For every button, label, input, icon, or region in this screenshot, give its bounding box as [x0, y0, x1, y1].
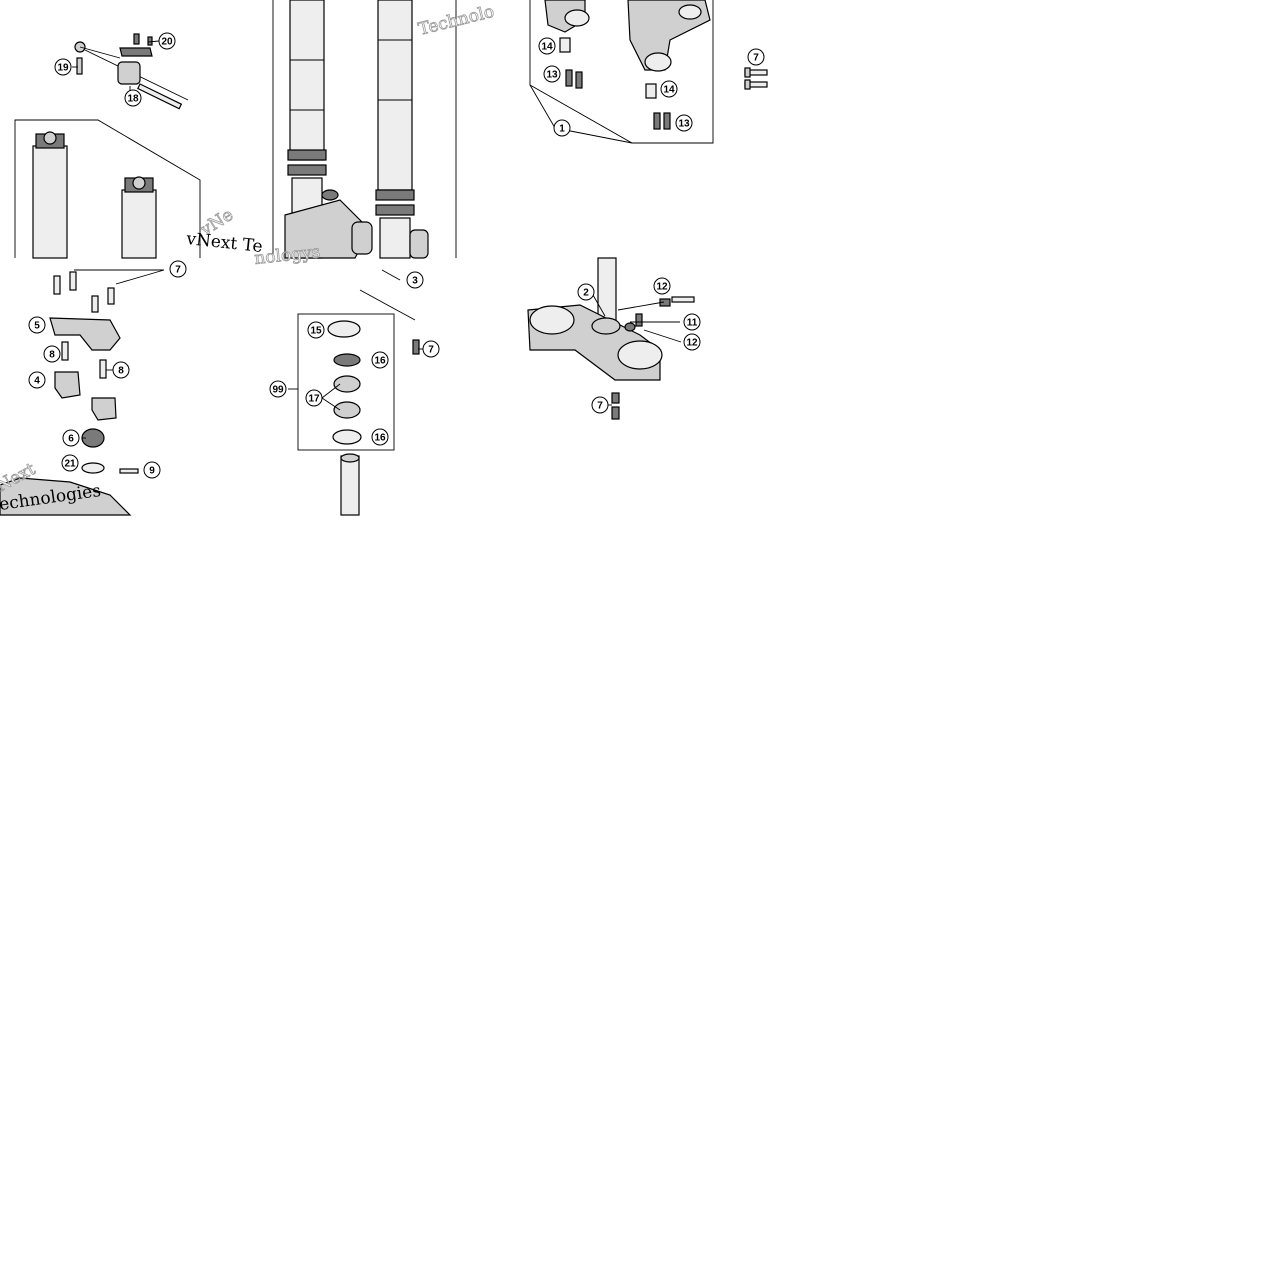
callout-16-upper: 16: [371, 351, 389, 369]
fork-tubes: [272, 0, 457, 259]
callout-4: 4: [28, 371, 46, 389]
callout-14-right: 14: [660, 80, 678, 98]
callout-20: 20: [158, 32, 176, 50]
svg-text:99: 99: [272, 385, 284, 396]
callout-17: 17: [305, 389, 323, 407]
callout-8-left: 8: [43, 345, 61, 363]
svg-text:9: 9: [149, 466, 155, 477]
callout-7-right-bottom: 7: [591, 396, 609, 414]
steering-bearing-kit-box: [288, 289, 420, 516]
callout-8-right: 8: [112, 361, 130, 379]
callout-12-upper: 12: [653, 277, 671, 295]
callout-12-lower: 12: [683, 333, 701, 351]
svg-text:8: 8: [49, 350, 55, 361]
svg-text:4: 4: [34, 376, 40, 387]
steering-damper-assembly: [74, 33, 189, 110]
svg-text:14: 14: [663, 85, 675, 96]
callout-18: 18: [124, 89, 142, 107]
svg-text:8: 8: [118, 366, 124, 377]
svg-text:11: 11: [687, 318, 698, 329]
callout-14-left: 14: [538, 37, 556, 55]
callout-99: 99: [269, 380, 287, 398]
svg-text:7: 7: [175, 265, 181, 276]
callout-7-right-top: 7: [747, 48, 765, 66]
callout-1: 1: [553, 119, 571, 137]
svg-text:17: 17: [308, 394, 320, 405]
callout-13-right: 13: [675, 114, 693, 132]
callout-labels: 20 19 18 7 5 8 8 4 6 21 9 3 7 15 16 99 1…: [28, 32, 765, 479]
svg-text:15: 15: [310, 326, 322, 337]
svg-text:16: 16: [374, 356, 386, 367]
svg-text:5: 5: [34, 321, 40, 332]
svg-text:7: 7: [753, 53, 759, 64]
svg-text:13: 13: [546, 70, 558, 81]
svg-text:21: 21: [64, 459, 76, 470]
callout-13-left: 13: [543, 65, 561, 83]
callout-16-lower: 16: [371, 428, 389, 446]
callout-7-center: 7: [422, 340, 440, 358]
svg-text:7: 7: [597, 401, 603, 412]
svg-text:1: 1: [559, 124, 565, 135]
svg-text:12: 12: [656, 282, 668, 293]
svg-text:6: 6: [68, 434, 74, 445]
svg-text:14: 14: [541, 42, 553, 53]
svg-text:13: 13: [678, 119, 690, 130]
svg-text:18: 18: [127, 94, 139, 105]
watermark-nologys: nologys: [253, 242, 321, 269]
svg-text:16: 16: [374, 433, 386, 444]
svg-text:19: 19: [57, 63, 69, 74]
svg-text:12: 12: [686, 338, 698, 349]
svg-text:20: 20: [161, 37, 173, 48]
callout-21: 21: [61, 454, 79, 472]
callout-7-bolts-left: 7: [169, 260, 187, 278]
svg-text:2: 2: [583, 288, 589, 299]
callout-11: 11: [683, 313, 701, 331]
callout-15: 15: [307, 321, 325, 339]
triple-clamp-kit-box: [529, 0, 768, 144]
svg-text:3: 3: [412, 276, 418, 287]
lower-triple-clamp-assembly: [527, 257, 695, 420]
callout-2: 2: [577, 283, 595, 301]
watermark-vnext-te: vNext Te: [184, 229, 263, 257]
fork-leg-kit-box: [14, 119, 201, 259]
svg-text:7: 7: [428, 345, 434, 356]
callout-6: 6: [62, 429, 80, 447]
callout-9: 9: [143, 461, 161, 479]
callout-19: 19: [54, 58, 72, 76]
callout-5: 5: [28, 316, 46, 334]
handlebar-clamp-assembly: [0, 269, 165, 516]
callout-3: 3: [406, 271, 424, 289]
